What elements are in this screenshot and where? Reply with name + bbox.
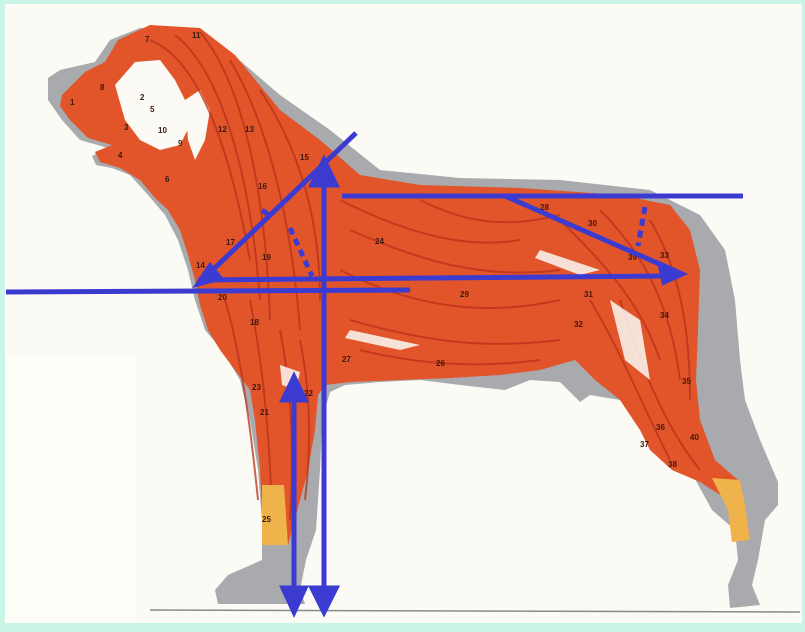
muscle-label: 6 — [165, 175, 170, 184]
muscle-label: 7 — [145, 35, 150, 44]
muscle-label: 25 — [262, 515, 271, 524]
muscle-label: 37 — [640, 440, 649, 449]
white-panel — [5, 355, 135, 623]
muscle-label: 8 — [100, 83, 105, 92]
muscle-label: 34 — [660, 311, 669, 320]
muscle-label: 20 — [218, 293, 227, 302]
muscle-label: 27 — [342, 355, 351, 364]
muscle-label: 33 — [660, 251, 669, 260]
muscle-label: 16 — [258, 182, 267, 191]
muscle-label: 12 — [218, 125, 227, 134]
muscle-label: 3 — [124, 123, 129, 132]
muscle-label: 18 — [250, 318, 259, 327]
muscle-label: 38 — [668, 460, 677, 469]
muscle-label: 1 — [70, 98, 75, 107]
muscle-label: 5 — [150, 105, 155, 114]
muscle-label: 36 — [656, 423, 665, 432]
muscle-label: 14 — [196, 261, 205, 270]
muscle-label: 17 — [226, 238, 235, 247]
muscle-label: 31 — [584, 290, 593, 299]
muscle-label: 30 — [588, 219, 597, 228]
muscle-label: 11 — [192, 31, 201, 40]
shoulder-horizontal-line — [6, 290, 410, 292]
muscle-label: 26 — [436, 359, 445, 368]
muscle-label: 24 — [375, 237, 384, 246]
muscle-label: 29 — [460, 290, 469, 299]
muscle-label: 13 — [245, 125, 254, 134]
muscle-label: 21 — [260, 408, 269, 417]
muscle-label: 19 — [262, 253, 271, 262]
muscle-label: 9 — [178, 139, 183, 148]
muscle-label: 23 — [252, 383, 261, 392]
muscle-label: 35 — [682, 377, 691, 386]
muscle-label: 10 — [158, 126, 167, 135]
muscle-label: 2 — [140, 93, 145, 102]
muscle-label: 40 — [690, 433, 699, 442]
muscle-label: 4 — [118, 151, 123, 160]
muscle-label: 32 — [574, 320, 583, 329]
muscle-label: 15 — [300, 153, 309, 162]
